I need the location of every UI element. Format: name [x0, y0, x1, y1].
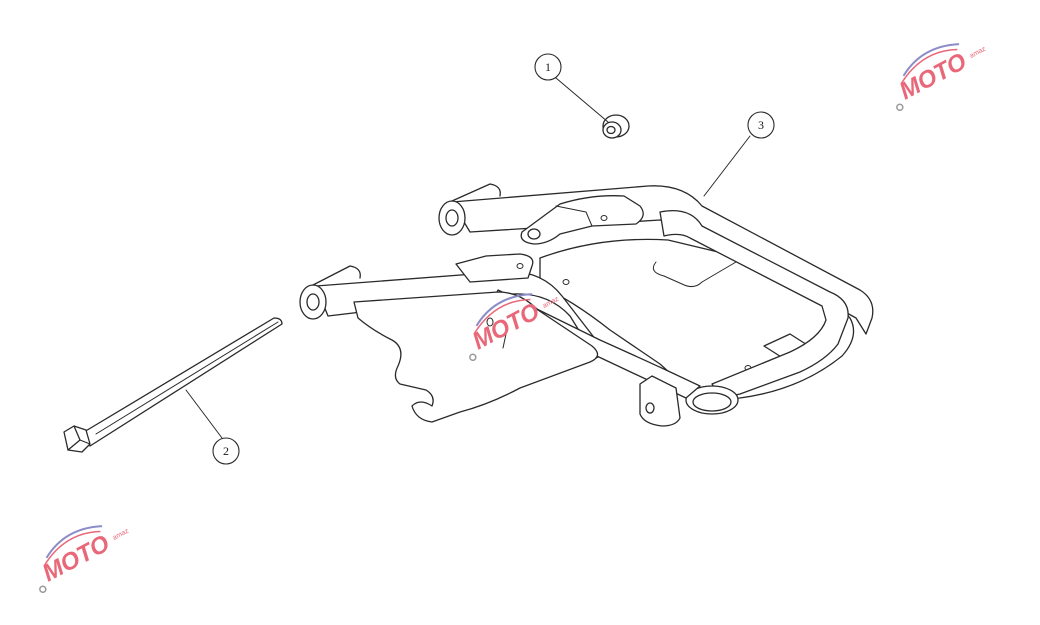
callout-3-label: 3	[758, 118, 764, 132]
watermark-brand: MOTO	[895, 48, 971, 106]
leader-line-1	[555, 77, 609, 123]
part-swingarm-frame	[299, 183, 874, 427]
leader-line-2	[185, 389, 223, 439]
watermark-swoosh-icon	[902, 43, 960, 77]
callout-1-label: 1	[545, 60, 551, 74]
leader-line-3	[703, 135, 751, 197]
watermark-brand: MOTO	[38, 530, 114, 588]
watermark-tagline: amaz	[112, 527, 131, 541]
callout-3: 3	[747, 111, 775, 139]
callout-2: 2	[212, 437, 240, 465]
callout-1: 1	[534, 53, 562, 81]
watermark-gear-icon	[469, 353, 477, 362]
watermark-logo-top-right: MOTO amaz	[895, 43, 988, 112]
watermark-swoosh-icon	[475, 293, 533, 327]
part-long-bolt	[63, 317, 283, 453]
watermark-logo-bottom-left: MOTO amaz	[38, 525, 131, 594]
callout-2-label: 2	[223, 444, 229, 458]
watermark-tagline: amaz	[969, 45, 988, 59]
part-grommet	[602, 114, 630, 139]
watermark-swoosh-icon	[45, 525, 103, 559]
watermark-gear-icon	[39, 585, 47, 594]
watermark-gear-icon	[896, 103, 904, 112]
